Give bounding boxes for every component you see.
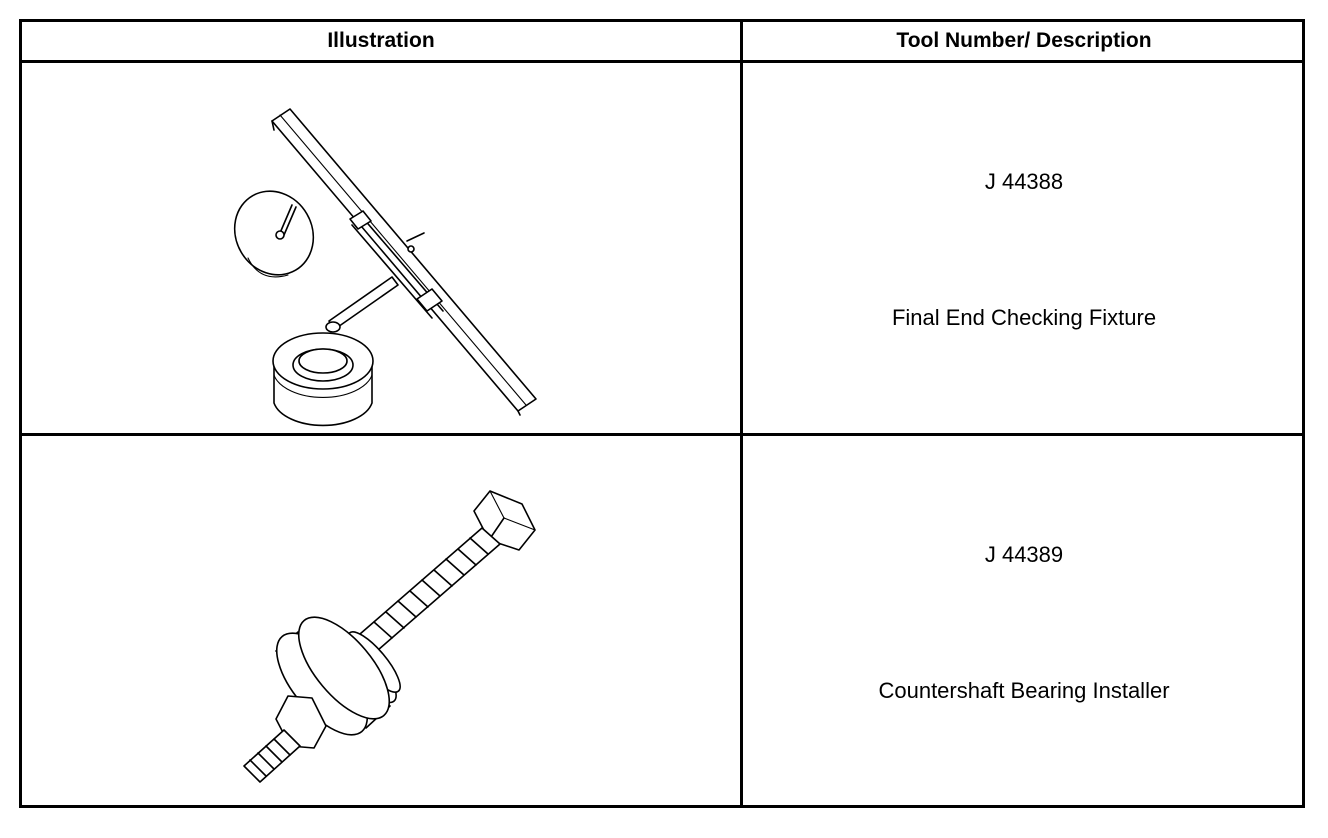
tool-description-1: Final End Checking Fixture	[891, 305, 1157, 330]
column-divider	[740, 22, 743, 805]
header-divider	[22, 60, 1302, 63]
table-row-2-illustration	[22, 436, 740, 808]
header-illustration: Illustration	[327, 29, 435, 52]
table-row-1-illustration	[22, 63, 740, 433]
final-end-checking-fixture-icon	[233, 108, 537, 427]
tool-number-2: J 44389	[984, 542, 1064, 567]
header-tool-description: Tool Number/ Description	[896, 29, 1152, 52]
countershaft-bearing-installer-icon	[243, 490, 536, 783]
tools-table: Illustration Tool Number/ Description	[19, 19, 1305, 808]
row-divider	[22, 433, 1302, 436]
tool-description-2: Countershaft Bearing Installer	[878, 678, 1170, 703]
tool-number-1: J 44388	[984, 169, 1064, 194]
